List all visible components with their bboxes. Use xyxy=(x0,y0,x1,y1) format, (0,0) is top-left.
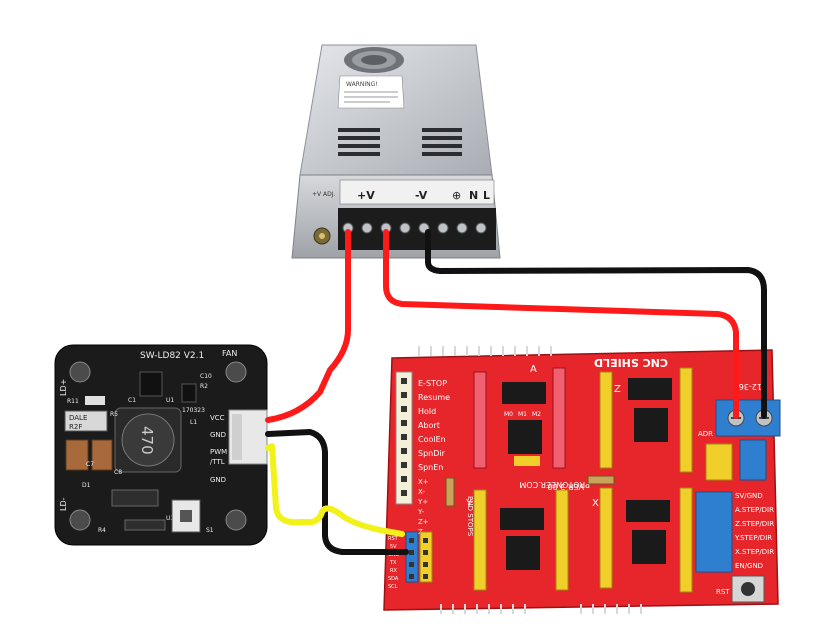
rst-label: RST xyxy=(716,588,730,596)
left-pin-header xyxy=(395,371,413,505)
label-a-step-dir: A.STEP/DIR xyxy=(735,506,774,514)
axis-label-z: Z xyxy=(614,384,621,395)
label-u3: U3 xyxy=(166,515,174,522)
reset-button: RST xyxy=(716,575,765,603)
label-hold: Hold xyxy=(418,407,436,416)
label-en-gnd: EN/GND xyxy=(735,562,763,570)
label-c10: C10 xyxy=(200,373,212,380)
label-z-step-dir: Z.STEP/DIR xyxy=(735,520,774,528)
wire-black-driver-to-shield xyxy=(265,429,409,555)
label-e-stop: E-STOP xyxy=(418,379,447,388)
voltage-adjust-label: +V ADJ. xyxy=(312,191,336,198)
label-s1: S1 xyxy=(206,527,214,534)
label-spndir: SpnDir xyxy=(418,449,446,458)
wire-yellow-pwm-to-shield xyxy=(265,443,405,537)
label-y-step-dir: Y.STEP/DIR xyxy=(734,534,772,542)
pin-pwm: PWM xyxy=(210,448,227,456)
date-code: 170323 xyxy=(182,407,205,414)
pin-gnd: GND xyxy=(210,431,226,439)
label-d1: D1 xyxy=(82,482,91,489)
label-r5: R5 xyxy=(110,411,118,418)
axis-label-y: Y xyxy=(465,498,473,509)
ld-plus-label: LD+ xyxy=(59,379,68,396)
stepper-slot-a: A xyxy=(473,364,566,469)
label-l1: L1 xyxy=(190,419,197,426)
wires xyxy=(265,229,767,555)
label-spnen: SpnEn xyxy=(418,463,443,472)
small-label-5v: 5V xyxy=(390,544,397,550)
uart-header xyxy=(405,531,433,583)
fan-grill-icon xyxy=(344,47,404,73)
small-label-sda: SDA xyxy=(388,576,399,582)
vent-slots xyxy=(338,128,462,156)
power-supply: WARNING! +V -V ⊕ N L +V ADJ. xyxy=(291,44,501,259)
resistor-label: R11 xyxy=(67,398,79,405)
stepper-slot-y: Y xyxy=(465,489,569,591)
label-endstop-zplus: Z+ xyxy=(418,518,429,526)
label-sv-gnd: SV/GND xyxy=(735,492,763,500)
ld-minus-label: LD- xyxy=(59,497,68,511)
label-endstop-yplus: Y+ xyxy=(417,498,428,506)
wire-red-psu-to-driver xyxy=(265,229,351,423)
pin-ttl: /TTL xyxy=(210,458,225,466)
header-m0: M0 xyxy=(504,411,513,418)
label-c8: C8 xyxy=(114,469,122,476)
stepper-slot-z: Z xyxy=(599,367,693,473)
wire-red-psu-to-shield xyxy=(383,229,739,419)
sticker-label: WARNING! xyxy=(346,81,378,88)
label-endstop-xminus: X- xyxy=(418,488,425,496)
shield-top-header xyxy=(418,346,552,356)
pin-gnd-2: GND xyxy=(210,476,226,484)
psu-terminal-block xyxy=(338,208,496,250)
pin-vcc: VCC xyxy=(210,414,225,422)
inductor-value: 470 xyxy=(138,426,156,455)
label-c1: C1 xyxy=(128,397,136,404)
small-label-rx: RX xyxy=(390,568,397,574)
label-x-step-dir: X.STEP/DIR xyxy=(735,548,774,556)
stepper-slot-x: X xyxy=(592,487,693,593)
label-r2: R2 xyxy=(200,383,208,390)
dale-resistor: DALE R2F xyxy=(64,410,108,432)
end-stops-label: END STOPS xyxy=(466,496,474,537)
label-abort: Abort xyxy=(418,421,440,430)
driver-model: SW-LD82 V2.1 xyxy=(140,351,204,361)
cnc-shield: CNC SHIELD E-STOP Resume Hold Abort Cool… xyxy=(383,346,781,614)
dale-label: DALE xyxy=(69,414,87,422)
fan-label: FAN xyxy=(222,349,237,358)
laser-driver-board: SW-LD82 V2.1 FAN LD+ LD- DALE R2F R11 47… xyxy=(54,344,268,546)
warning-sticker: WARNING! xyxy=(337,75,405,109)
header-m1: M1 xyxy=(518,411,527,418)
resistor-value: R2F xyxy=(69,423,82,431)
terminal-label-l: L xyxy=(483,189,490,202)
label-c7: C7 xyxy=(86,461,94,468)
terminal-label-n: N xyxy=(469,189,478,202)
shield-title: CNC SHIELD xyxy=(594,356,668,369)
axis-label-x: X xyxy=(592,498,599,509)
inductor: 470 xyxy=(114,407,182,473)
label-r4: R4 xyxy=(98,527,106,534)
small-label-rst: RST xyxy=(388,536,399,542)
label-u1: U1 xyxy=(166,397,174,404)
terminal-label-plus-v: +V xyxy=(357,189,375,202)
wire-black-psu-to-shield xyxy=(425,229,767,419)
header-m2: M2 xyxy=(532,411,541,418)
label-coolen: CoolEn xyxy=(418,435,446,444)
label-endstop-xplus: X+ xyxy=(418,478,429,486)
shield-brand: PROTONEER.COM xyxy=(519,480,590,489)
right-jumpers xyxy=(695,439,767,573)
label-endstop-yminus: Y- xyxy=(417,508,424,516)
terminal-label-ground: ⊕ xyxy=(452,189,461,202)
small-label-tx: TX xyxy=(389,560,397,566)
axis-label-a: A xyxy=(530,364,537,375)
shield-version: VER 3.00 xyxy=(548,482,584,491)
label-adr: ADR xyxy=(698,430,713,438)
small-label-scl: SCL xyxy=(388,584,398,590)
shield-power-terminal: 12-36V xyxy=(715,382,781,437)
terminal-label-minus-v: -V xyxy=(415,189,428,202)
label-resume: Resume xyxy=(418,393,450,402)
driver-connector xyxy=(228,409,268,465)
power-label: 12-36V xyxy=(733,382,762,391)
